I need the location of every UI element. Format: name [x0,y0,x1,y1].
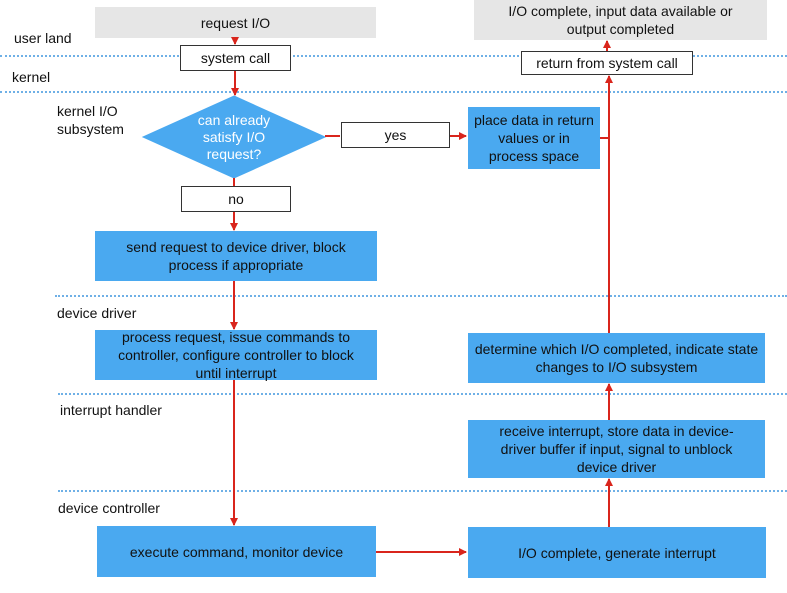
yes-box: yes [341,122,450,148]
layer-label-device-controller: device controller [58,500,160,516]
io-complete-interrupt-box: I/O complete, generate interrupt [468,527,766,578]
divider-device-driver [55,295,787,297]
layer-label-kernel-io-subsystem: kernel I/O subsystem [57,103,124,137]
determine-which-box: determine which I/O completed, indicate … [468,333,765,383]
layer-label-user-land: user land [14,30,72,46]
receive-interrupt-box: receive interrupt, store data in device-… [468,420,765,478]
process-request-box: process request, issue commands to contr… [95,329,377,381]
io-complete-top-box: I/O complete, input data available or ou… [474,0,767,40]
decision-label: can already satisfy I/O request? [197,111,271,162]
send-request-box: send request to device driver, block pro… [95,231,377,281]
return-from-system-call-box: return from system call [521,51,693,75]
divider-interrupt-handler [58,393,787,395]
place-data-box: place data in return values or in proces… [468,107,600,169]
layer-label-interrupt-handler: interrupt handler [60,402,162,418]
layer-label-kernel: kernel [12,69,51,85]
request-io-box: request I/O [95,7,376,38]
layer-label-device-driver: device driver [57,305,137,321]
divider-user-kernel [0,55,787,57]
divider-kernel-io [0,91,787,93]
execute-command-box: execute command, monitor device [97,526,376,577]
no-box: no [181,186,291,212]
divider-device-controller [58,490,787,492]
system-call-box: system call [180,45,291,71]
